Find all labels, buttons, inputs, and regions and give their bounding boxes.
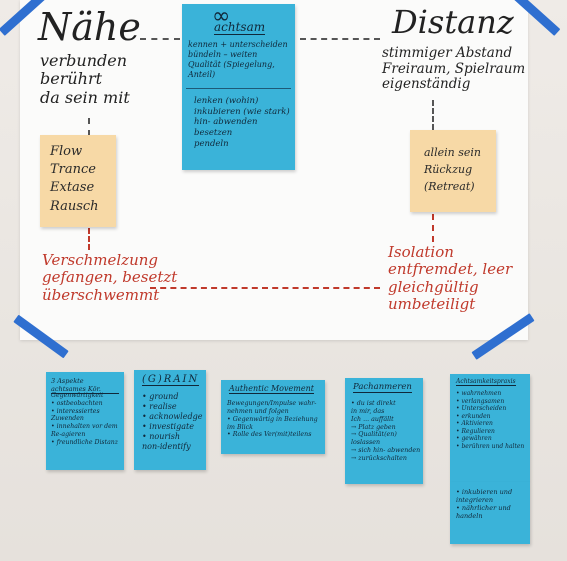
achtsam-divider (186, 88, 291, 89)
title-naehe: Nähe (38, 5, 141, 49)
dashed-line-right-lower (432, 214, 434, 242)
card-praxis-upper: Achtsamkeitspraxis • wahrnehmen • verlan… (450, 374, 530, 482)
yellow-note-right: allein sein Rückzug (Retreat) (410, 130, 496, 212)
card-grain-text: • ground • realise • acknowledge • inves… (142, 392, 203, 451)
yellow-right-text: allein sein Rückzug (Retreat) (424, 146, 481, 194)
card-praxis-title: Achtsamkeitspraxis (456, 378, 516, 386)
achtsam-note: ∞ achtsam kennen + unterscheiden bündeln… (182, 4, 295, 170)
left-words: verbunden berührt da sein mit (40, 51, 130, 107)
dashed-line-left-lower (88, 228, 90, 250)
card-praxis-text: • wahrnehmen • verlangsamen • Unterschei… (456, 390, 525, 450)
card-aspekte: 3 Aspekte achtsames Kör. Gegenwärtigkeit… (46, 372, 124, 470)
card-grain-title: (G)RAIN (142, 374, 200, 386)
title-distanz: Distanz (392, 3, 514, 41)
card-grain: (G)RAIN • ground • realise • acknowledge… (134, 370, 206, 470)
dashed-line-top-left (140, 38, 180, 40)
card-pachanmeren: Pachanmeren • du ist direkt in mir, das … (345, 378, 423, 484)
left-bottom-words: Verschmelzung gefangen, besetzt überschw… (42, 251, 178, 304)
card-aspekte-title: 3 Aspekte achtsames Kör. (51, 377, 119, 394)
dashed-line-top-right (300, 38, 380, 40)
right-bottom-words: Isolation entfremdet, leer gleichgültig … (388, 243, 513, 313)
card-praxis-lower: • inkubieren und integrieren • nährliche… (450, 482, 530, 544)
dashed-line-right-upper (432, 100, 434, 130)
dashed-line-bottom (150, 287, 380, 289)
achtsam-bottom-text: lenken (wohin) inkubieren (wie stark) hi… (194, 96, 290, 149)
card-authentic-title: Authentic Movement (229, 384, 314, 394)
yellow-left-text: Flow Trance Extase Rausch (50, 144, 99, 214)
card-praxis-lower-text: • inkubieren und integrieren • nährliche… (456, 488, 513, 521)
yellow-note-left: Flow Trance Extase Rausch (40, 135, 116, 227)
dashed-line-left-upper (88, 118, 90, 136)
card-pachanmeren-text: • du ist direkt in mir, das Ich ... auff… (351, 400, 421, 463)
infinity-icon: ∞ (212, 4, 231, 29)
card-aspekte-text: Gegenwärtigkeit • ostbeobachten • intere… (51, 392, 119, 446)
card-pachanmeren-title: Pachanmeren (353, 382, 412, 393)
card-authentic-movement: Authentic Movement Bewegungen/Impulse wa… (221, 380, 325, 454)
achtsam-title: achtsam (214, 20, 266, 35)
achtsam-top-text: kennen + unterscheiden bündeln – weiten … (188, 40, 288, 79)
card-authentic-text: Bewegungen/Impulse wahr- nehmen und folg… (227, 400, 318, 439)
right-words: stimmiger Abstand Freiraum, Spielraum ei… (382, 45, 526, 93)
